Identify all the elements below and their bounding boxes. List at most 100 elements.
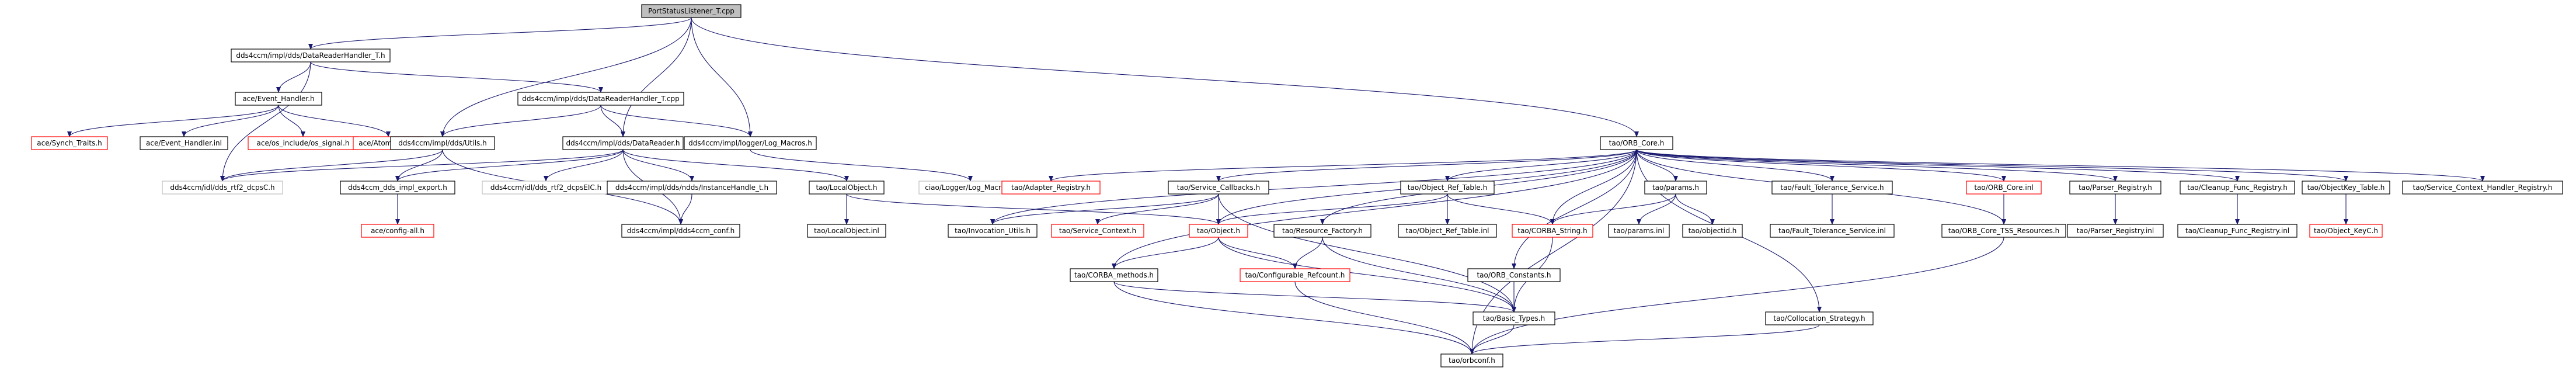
node-box-invocation_utils[interactable]: [948, 224, 1038, 238]
node-box-drh_cpp[interactable]: [517, 92, 684, 106]
node-box-resource_factory[interactable]: [1273, 224, 1371, 238]
node-cleanup_func[interactable]: tao/Cleanup_Func_Registry.h: [2180, 181, 2295, 195]
node-service_context[interactable]: tao/Service_Context.h: [1051, 224, 1144, 238]
node-corba_methods[interactable]: tao/CORBA_methods.h: [1070, 268, 1158, 282]
node-invocation_utils[interactable]: tao/Invocation_Utils.h: [948, 224, 1038, 238]
node-box-adapter_registry[interactable]: [1001, 181, 1101, 195]
node-box-fault_tolerance_inl[interactable]: [1770, 224, 1895, 238]
node-box-log_macros[interactable]: [684, 136, 817, 150]
node-root[interactable]: PortStatusListener_T.cpp: [641, 4, 742, 18]
node-object_ref_table[interactable]: tao/Object_Ref_Table.h: [1400, 181, 1495, 195]
node-box-drh_h[interactable]: [231, 48, 391, 63]
node-corba_string[interactable]: tao/CORBA_String.h: [1512, 224, 1593, 238]
node-box-datareader[interactable]: [562, 136, 684, 150]
node-orb_constants[interactable]: tao/ORB_Constants.h: [1467, 268, 1561, 282]
node-box-event_handler_inl[interactable]: [140, 136, 228, 150]
node-box-params_inl[interactable]: [1608, 224, 1670, 238]
node-box-corba_methods[interactable]: [1070, 268, 1158, 282]
node-params_h[interactable]: tao/params.h: [1644, 181, 1707, 195]
node-object_h[interactable]: tao/Object.h: [1189, 224, 1248, 238]
node-box-orb_core_tss[interactable]: [1941, 224, 2066, 238]
node-object_keyc[interactable]: tao/Object_KeyC.h: [2309, 224, 2383, 238]
node-box-configurable_refcount[interactable]: [1240, 268, 1350, 282]
node-service_context_handler[interactable]: tao/Service_Context_Handler_Registry.h: [2402, 181, 2563, 195]
node-box-cleanup_func_inl[interactable]: [2177, 224, 2297, 238]
node-box-utils[interactable]: [390, 136, 495, 150]
node-box-localobject_h[interactable]: [809, 181, 885, 195]
node-orb_core_tss[interactable]: tao/ORB_Core_TSS_Resources.h: [1941, 224, 2066, 238]
node-object_ref_table_inl[interactable]: tao/Object_Ref_Table.inl: [1398, 224, 1497, 238]
node-box-object_keyc[interactable]: [2309, 224, 2383, 238]
node-box-config_all[interactable]: [361, 224, 434, 238]
node-datareader[interactable]: dds4ccm/impl/dds/DataReader.h: [562, 136, 684, 150]
node-box-parser_registry[interactable]: [2069, 181, 2161, 195]
node-drh_cpp[interactable]: dds4ccm/impl/dds/DataReaderHandler_T.cpp: [517, 92, 684, 106]
node-service_callbacks[interactable]: tao/Service_Callbacks.h: [1168, 181, 1269, 195]
node-label-invocation_utils: tao/Invocation_Utils.h: [955, 227, 1031, 235]
node-box-orbconf[interactable]: [1440, 353, 1503, 367]
node-adapter_registry[interactable]: tao/Adapter_Registry.h: [1001, 181, 1101, 195]
node-box-objectid[interactable]: [1682, 224, 1743, 238]
node-box-synch_traits[interactable]: [31, 136, 108, 150]
node-box-orb_core_inl[interactable]: [1966, 181, 2042, 195]
node-fault_tolerance_inl[interactable]: tao/Fault_Tolerance_Service.inl: [1770, 224, 1895, 238]
node-box-orb_core[interactable]: [1600, 136, 1673, 150]
node-instancehandle[interactable]: dds4ccm/impl/dds/ndds/InstanceHandle_t.h: [607, 181, 777, 195]
node-box-object_ref_table[interactable]: [1400, 181, 1495, 195]
node-ciao_logger[interactable]: ciao/Logger/Log_Macros.h: [918, 181, 1022, 195]
node-box-instancehandle[interactable]: [607, 181, 777, 195]
node-box-objectkey_table[interactable]: [2302, 181, 2390, 195]
node-collocation_strategy[interactable]: tao/Collocation_Strategy.h: [1765, 311, 1874, 325]
node-label-corba_methods: tao/CORBA_methods.h: [1074, 271, 1154, 279]
node-box-dcpsc_h[interactable]: [162, 181, 283, 195]
node-os_signal[interactable]: ace/os_include/os_signal.h: [248, 136, 358, 150]
node-parser_registry[interactable]: tao/Parser_Registry.h: [2069, 181, 2161, 195]
node-orb_core_inl[interactable]: tao/ORB_Core.inl: [1966, 181, 2042, 195]
node-box-parser_registry_inl[interactable]: [2067, 224, 2164, 238]
node-synch_traits[interactable]: ace/Synch_Traits.h: [31, 136, 108, 150]
node-dcpsc_h[interactable]: dds4ccm/idl/dds_rtf2_dcpsC.h: [162, 181, 283, 195]
node-label-parser_registry_inl: tao/Parser_Registry.inl: [2077, 227, 2154, 235]
node-resource_factory[interactable]: tao/Resource_Factory.h: [1273, 224, 1371, 238]
node-orbconf[interactable]: tao/orbconf.h: [1440, 353, 1503, 367]
node-parser_registry_inl[interactable]: tao/Parser_Registry.inl: [2067, 224, 2164, 238]
node-box-collocation_strategy[interactable]: [1765, 311, 1874, 325]
node-config_all[interactable]: ace/config-all.h: [361, 224, 434, 238]
node-box-service_context_handler[interactable]: [2402, 181, 2563, 195]
node-drh_h[interactable]: dds4ccm/impl/dds/DataReaderHandler_T.h: [231, 48, 391, 63]
node-cleanup_func_inl[interactable]: tao/Cleanup_Func_Registry.inl: [2177, 224, 2297, 238]
node-event_handler[interactable]: ace/Event_Handler.h: [235, 92, 322, 106]
node-configurable_refcount[interactable]: tao/Configurable_Refcount.h: [1240, 268, 1350, 282]
node-box-root[interactable]: [641, 4, 742, 18]
node-box-object_ref_table_inl[interactable]: [1398, 224, 1497, 238]
node-box-event_handler[interactable]: [235, 92, 322, 106]
node-fault_tolerance[interactable]: tao/Fault_Tolerance_Service.h: [1771, 181, 1893, 195]
node-box-basic_types[interactable]: [1473, 311, 1555, 325]
node-box-orb_constants[interactable]: [1467, 268, 1561, 282]
node-box-dds4ccm_conf[interactable]: [621, 224, 740, 238]
node-box-localobject_inl[interactable]: [807, 224, 886, 238]
node-box-params_h[interactable]: [1644, 181, 1707, 195]
node-orb_core[interactable]: tao/ORB_Core.h: [1600, 136, 1673, 150]
node-dcpseic[interactable]: dds4ccm/idl/dds_rtf2_dcpsEIC.h: [482, 181, 610, 195]
node-label-event_handler_inl: ace/Event_Handler.inl: [146, 139, 222, 147]
node-event_handler_inl[interactable]: ace/Event_Handler.inl: [140, 136, 228, 150]
node-box-object_h[interactable]: [1189, 224, 1248, 238]
node-box-cleanup_func[interactable]: [2180, 181, 2295, 195]
node-box-impl_export[interactable]: [340, 181, 455, 195]
node-params_inl[interactable]: tao/params.inl: [1608, 224, 1670, 238]
node-objectid[interactable]: tao/objectid.h: [1682, 224, 1743, 238]
node-box-service_context[interactable]: [1051, 224, 1144, 238]
node-objectkey_table[interactable]: tao/ObjectKey_Table.h: [2302, 181, 2390, 195]
node-localobject_h[interactable]: tao/LocalObject.h: [809, 181, 885, 195]
node-dds4ccm_conf[interactable]: dds4ccm/impl/dds4ccm_conf.h: [621, 224, 740, 238]
edge-localobject_h-to-object_h: [846, 193, 1221, 225]
node-localobject_inl[interactable]: tao/LocalObject.inl: [807, 224, 886, 238]
node-basic_types[interactable]: tao/Basic_Types.h: [1473, 311, 1555, 325]
node-box-fault_tolerance[interactable]: [1771, 181, 1893, 195]
node-log_macros[interactable]: dds4ccm/impl/logger/Log_Macros.h: [684, 136, 817, 150]
node-box-service_callbacks[interactable]: [1168, 181, 1269, 195]
node-box-corba_string[interactable]: [1512, 224, 1593, 238]
node-impl_export[interactable]: dds4ccm_dds_impl_export.h: [340, 181, 455, 195]
node-utils[interactable]: dds4ccm/impl/dds/Utils.h: [390, 136, 495, 150]
